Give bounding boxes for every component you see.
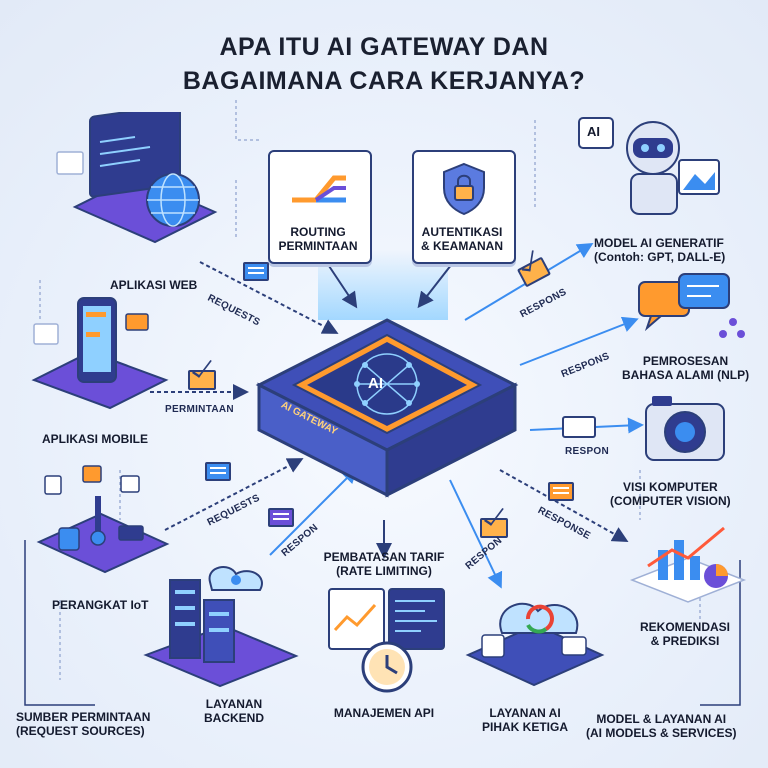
response-chip-vision [562, 416, 596, 438]
backend-servers-icon [143, 566, 299, 688]
request-packet-iot [205, 462, 231, 481]
arrow-backend-to-gateway [269, 467, 358, 556]
shield-lock-icon [443, 162, 485, 216]
mail-envelope-mobile [188, 370, 216, 390]
api-management-label: MANAJEMEN API [333, 706, 435, 720]
third-party-cloud-icon [465, 602, 605, 687]
recommendation-label: REKOMENDASI& PREDIKSI [640, 620, 731, 648]
request-packet-web [243, 262, 269, 281]
mail-envelope-third [480, 518, 508, 538]
vision-label: VISI KOMPUTER(COMPUTER VISION) [610, 480, 731, 508]
robot-genai-icon [578, 117, 720, 215]
mobile-app-phone-icon [31, 297, 169, 410]
web-app-label: APLIKASI WEB [110, 278, 198, 292]
rate-limiting-label: PEMBATASAN TARIF(RATE LIMITING) [323, 550, 445, 578]
genai-model-label: MODEL AI GENERATIF(Contoh: GPT, DALL-E) [594, 236, 726, 264]
page-title: APA ITU AI GATEWAY DAN BAGAIMANA CARA KE… [0, 30, 768, 98]
arrow-web-to-gateway [199, 261, 339, 334]
arrow-iot-to-gateway [164, 458, 304, 531]
response-packet-reco [548, 482, 574, 501]
auth-card [412, 150, 516, 264]
ai-icon-label: AI [587, 124, 600, 139]
respon-vision-tag: RESPON [565, 446, 610, 457]
iot-devices-icon [36, 465, 170, 574]
camera-vision-icon [645, 396, 725, 461]
iot-label: PERANGKAT IoT [52, 598, 149, 612]
web-app-monitor-icon [56, 112, 218, 244]
ai-gateway-device [255, 318, 519, 498]
arrow-gateway-to-third [449, 479, 503, 589]
routing-card [268, 150, 372, 264]
request-sources-label: SUMBER PERMINTAAN(REQUEST SOURCES) [16, 710, 151, 738]
mobile-app-label: APLIKASI MOBILE [42, 432, 149, 446]
title-line-2: BAGAIMANA CARA KERJANYA? [182, 67, 586, 95]
auth-label: AUTENTIKASI& KEAMANAN [421, 225, 503, 253]
nlp-chat-bubbles-icon [638, 273, 745, 338]
gateway-chip-label: AI [368, 375, 383, 392]
routing-arrows-icon [292, 175, 346, 203]
api-management-dashboard-icon [328, 588, 445, 693]
title-line-1: APA ITU AI GATEWAY DAN [219, 33, 549, 61]
response-packet-backend [268, 508, 294, 527]
ai-models-group-label: MODEL & LAYANAN AI(AI MODELS & SERVICES) [586, 712, 737, 740]
recommendation-chart-icon [629, 526, 747, 603]
permintaan-tag: PERMINTAAN [165, 404, 234, 415]
arrow-gateway-to-nlp [519, 316, 639, 366]
arrow-gateway-to-reco [499, 469, 629, 542]
